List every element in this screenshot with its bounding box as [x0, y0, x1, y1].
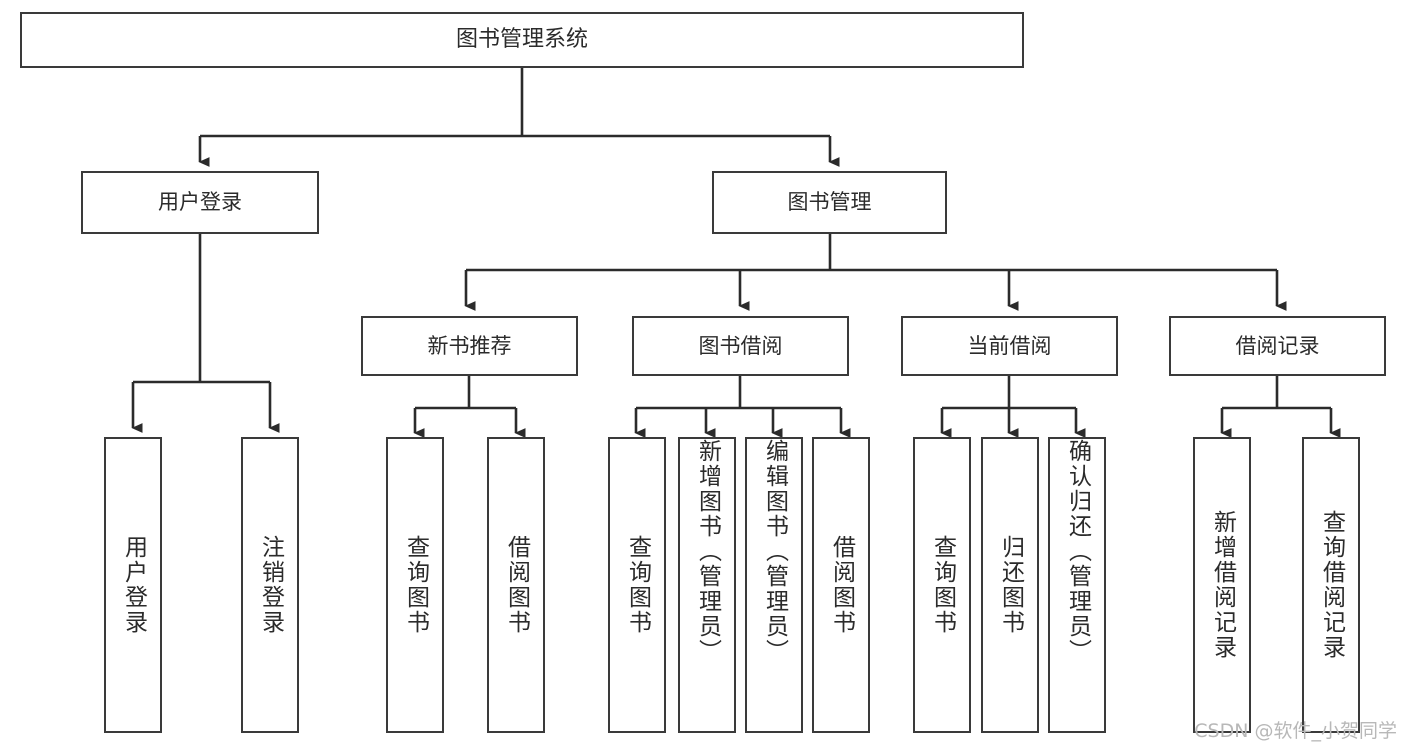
node-label: 图书管理 — [787, 190, 872, 215]
leaf-current-borrow-return-book[interactable]: 归还图书 — [981, 437, 1039, 733]
leaf-book-borrow-borrow-book[interactable]: 借阅图书 — [812, 437, 870, 733]
node-label: 查询图书 — [402, 535, 429, 635]
node-label: 当前借阅 — [967, 333, 1052, 358]
node-label: 图书借阅 — [698, 333, 783, 358]
node-label: 查询借阅记录 — [1318, 510, 1345, 660]
watermark-text: CSDN @软件_小贺同学 — [1194, 720, 1397, 742]
leaf-current-borrow-query-book[interactable]: 查询图书 — [913, 437, 971, 733]
node-user-login[interactable]: 用户登录 — [81, 171, 319, 234]
leaf-new-book-borrow-book[interactable]: 借阅图书 — [487, 437, 545, 733]
node-label: 归还图书 — [997, 535, 1024, 635]
leaf-new-book-query-book[interactable]: 查询图书 — [386, 437, 444, 733]
leaf-user-login-signout[interactable]: 注销登录 — [241, 437, 299, 733]
node-label: 编辑图书（管理员） — [761, 439, 788, 664]
node-borrowing-records[interactable]: 借阅记录 — [1169, 316, 1386, 376]
leaf-current-borrow-confirm-return-admin[interactable]: 确认归还（管理员） — [1048, 437, 1106, 733]
node-label: 用户登录 — [120, 535, 147, 635]
node-label: 注销登录 — [257, 535, 284, 635]
node-new-book-recommendation[interactable]: 新书推荐 — [361, 316, 578, 376]
leaf-borrow-record-add-record[interactable]: 新增借阅记录 — [1193, 437, 1251, 733]
node-label: 用户登录 — [158, 190, 242, 215]
node-label: 图书管理系统 — [455, 27, 588, 53]
leaf-book-borrow-query-book[interactable]: 查询图书 — [608, 437, 666, 733]
node-label: 借阅图书 — [828, 535, 855, 635]
node-book-management[interactable]: 图书管理 — [712, 171, 947, 234]
node-label: 新增借阅记录 — [1209, 510, 1236, 660]
node-label: 新增图书（管理员） — [694, 439, 721, 664]
leaf-book-borrow-add-book-admin[interactable]: 新增图书（管理员） — [678, 437, 736, 733]
node-current-borrowing[interactable]: 当前借阅 — [901, 316, 1118, 376]
node-book-management-system[interactable]: 图书管理系统 — [20, 12, 1024, 68]
node-label: 新书推荐 — [427, 333, 512, 358]
leaf-borrow-record-query-record[interactable]: 查询借阅记录 — [1302, 437, 1360, 733]
leaf-book-borrow-edit-book-admin[interactable]: 编辑图书（管理员） — [745, 437, 803, 733]
leaf-user-login-signin[interactable]: 用户登录 — [104, 437, 162, 733]
node-book-borrowing[interactable]: 图书借阅 — [632, 316, 849, 376]
node-label: 确认归还（管理员） — [1064, 439, 1091, 664]
node-label: 查询图书 — [929, 535, 956, 635]
node-label: 查询图书 — [624, 535, 651, 635]
node-label: 借阅记录 — [1235, 333, 1320, 358]
node-label: 借阅图书 — [503, 535, 530, 635]
